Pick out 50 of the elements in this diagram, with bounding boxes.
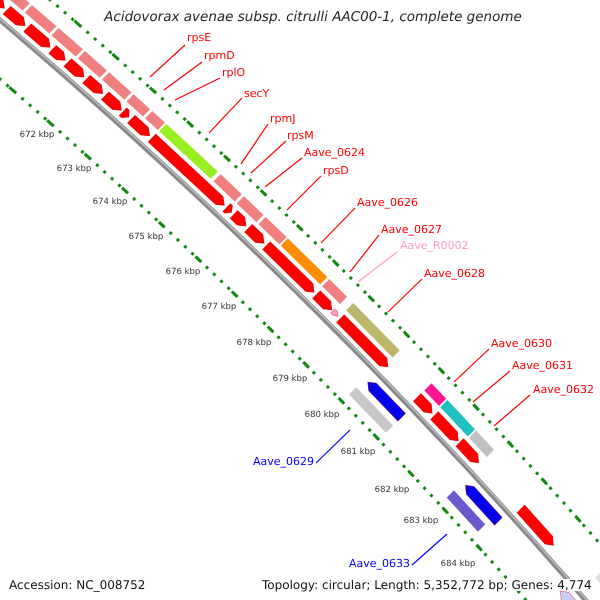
leader-line <box>388 278 422 312</box>
gene-label: rpmJ <box>270 113 296 124</box>
scale-label: 683 kbp <box>404 517 438 526</box>
scale-label: 673 kbp <box>56 165 92 174</box>
leader-line <box>350 234 380 272</box>
leader-line <box>150 44 186 78</box>
scale-label: 672 kbp <box>20 131 54 140</box>
leader-line <box>320 208 356 244</box>
leader-line <box>454 348 490 382</box>
leader-line <box>358 252 398 282</box>
leader-line <box>164 62 202 90</box>
genome-stats-text: Topology: circular; Length: 5,352,772 bp; Genes: 4,774 <box>262 579 592 591</box>
leader-line <box>316 430 350 464</box>
gene-label: Aave_0629 <box>252 456 314 467</box>
gene-label: Aave_0628 <box>424 268 486 279</box>
gene-label: rpmD <box>204 50 235 61</box>
leader-line <box>472 370 510 402</box>
accession-text: Accession: NC_008752 <box>9 579 146 591</box>
gene-label: rpsD <box>323 165 349 176</box>
gene-label: Aave_0626 <box>357 197 418 208</box>
gene-label: rpsE <box>187 32 212 43</box>
leader-line <box>208 98 242 134</box>
gene-label: Aave_0631 <box>512 360 574 371</box>
gene-label: Aave_0627 <box>381 224 442 235</box>
leader-line <box>494 394 530 426</box>
scale-label: 676 kbp <box>166 268 200 276</box>
scale-label: 682 kbp <box>374 486 410 494</box>
gene-label: Aave_0632 <box>533 384 594 395</box>
gene-label: Aave_0630 <box>491 338 552 349</box>
title: Acidovorax avenae subsp. citrulli AAC00-1, complete genome <box>104 11 522 24</box>
leader-line <box>240 124 268 164</box>
gene-label: Aave_R0002 <box>400 240 469 251</box>
scale-label: 681 kbp <box>340 448 376 456</box>
scale-label: 684 kbp <box>440 560 476 568</box>
gene-label: rplO <box>222 67 246 78</box>
gene-label: secY <box>244 88 270 99</box>
leader-line <box>286 176 322 210</box>
leader-line <box>412 534 448 566</box>
scale-label: 678 kbp <box>236 339 272 348</box>
scale-label: 675 kbp <box>128 233 164 242</box>
scale-label: 677 kbp <box>202 303 236 312</box>
gene-label: rpsM <box>287 130 314 141</box>
gene-label: Aave_0633 <box>348 558 410 569</box>
scale-label: 680 kbp <box>304 411 340 420</box>
scale-label: 679 kbp <box>272 375 308 384</box>
leader-line <box>250 140 286 174</box>
leader-line <box>174 77 220 101</box>
leader-line <box>264 158 302 188</box>
scale-label: 674 kbp <box>92 198 128 206</box>
gene-label: Aave_0624 <box>304 147 366 158</box>
